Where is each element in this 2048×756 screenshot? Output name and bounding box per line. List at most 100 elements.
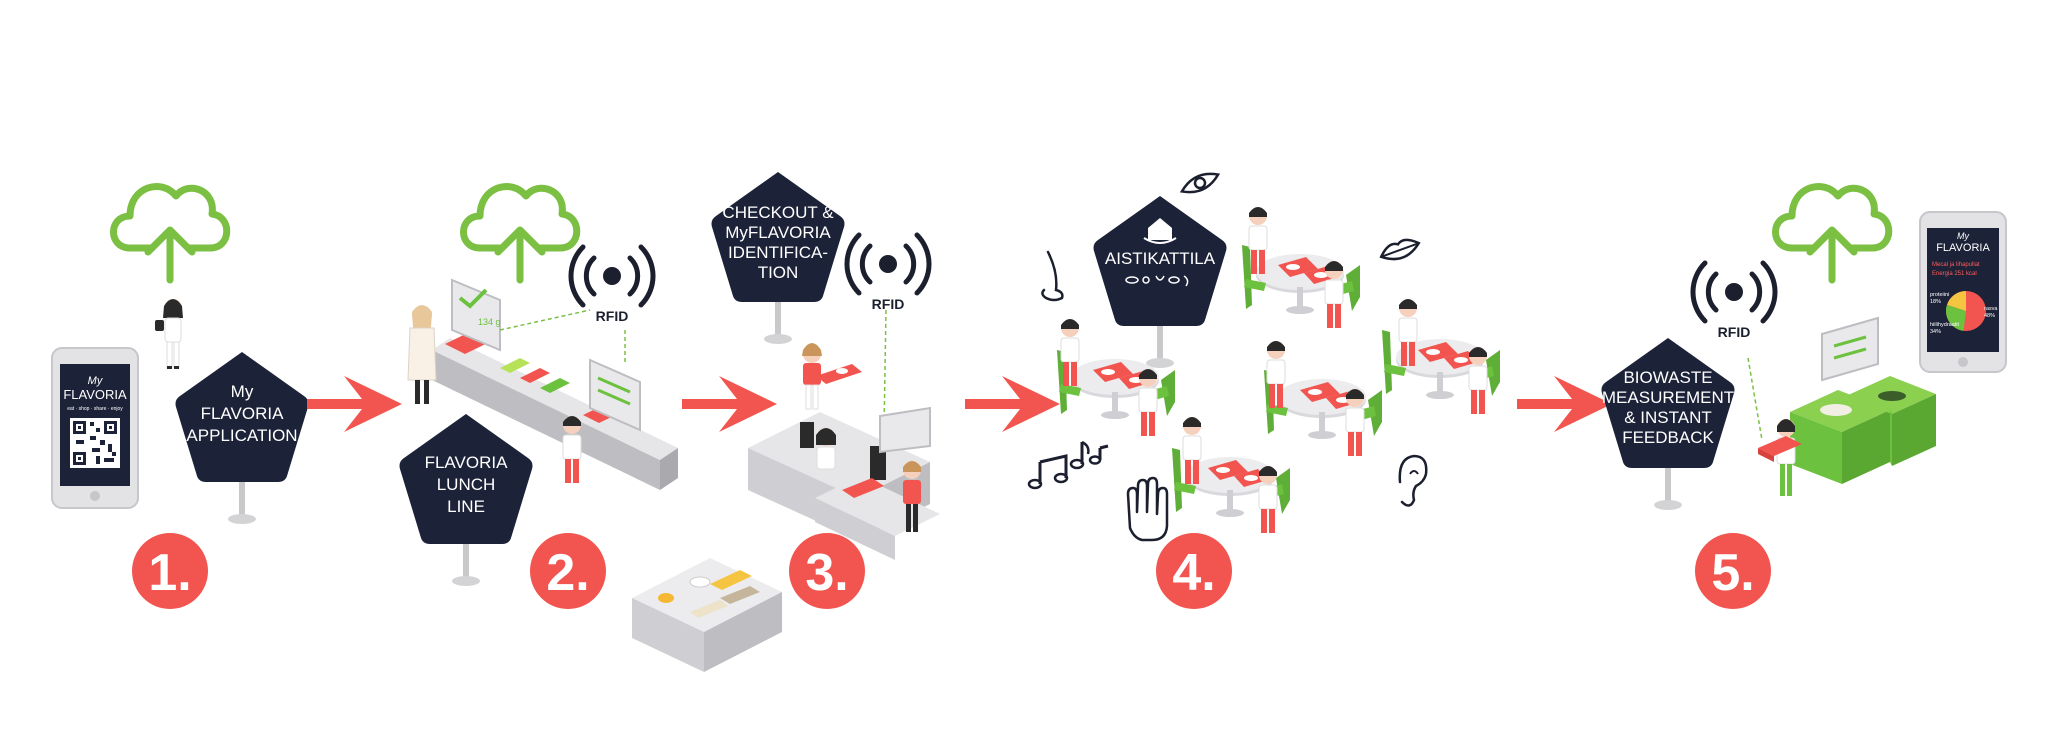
legend-protein: proteiini <box>1930 292 1949 298</box>
badge-step-4-line-1: AISTIKATTILA <box>1105 249 1216 268</box>
badge-step-5-line-4: FEEDBACK <box>1622 428 1714 447</box>
diner-person <box>1345 388 1365 457</box>
arrow-right-icon <box>682 376 777 432</box>
step-2-number: 2. <box>530 533 606 609</box>
customer-person <box>562 415 582 484</box>
phone-left-brand: FLAVORIA <box>63 387 127 402</box>
badge-step-5-line-1: BIOWASTE <box>1623 368 1712 387</box>
rfid-step-3: RFID <box>847 235 929 312</box>
ear-icon <box>1398 454 1428 507</box>
badge-step-2-line-3: LINE <box>447 497 485 516</box>
badge-step-5-line-2: MEASUREMENT <box>1602 388 1734 407</box>
scale-value: 134 g <box>478 317 501 327</box>
nutrition-pie-chart <box>1946 291 1986 331</box>
badge-step-3-line-4: TION <box>758 263 799 282</box>
rfid-step-5: RFID <box>1693 263 1775 340</box>
rfid-icon <box>1693 263 1775 321</box>
cashier-person <box>816 428 836 470</box>
scale-monitor: 134 g <box>451 278 591 352</box>
badge-step-3-line-2: MyFLAVORIA <box>725 223 831 242</box>
step-1-number: 1. <box>132 533 208 609</box>
step-3-group: CHECKOUT & MyFLAVORIA IDENTIFICA- TION R… <box>711 172 940 609</box>
cloud-upload-icon <box>464 186 577 280</box>
eye-icon <box>1179 172 1221 194</box>
badge-step-5-line-3: & INSTANT <box>1624 408 1712 427</box>
legend-carbs: hiilihydraatit <box>1930 322 1960 328</box>
aistikattila-logo-icon <box>1143 218 1177 244</box>
arrow-right-icon <box>307 376 402 432</box>
rfid-label: RFID <box>1718 324 1751 340</box>
biowaste-bins <box>1790 316 1936 484</box>
step-4-group: AISTIKATTILA <box>1027 172 1500 609</box>
phone-left-brand-top: My <box>88 375 104 387</box>
legend-fat: rasva <box>1984 306 1998 312</box>
rfid-step-2: RFID <box>571 247 653 324</box>
rfid-label: RFID <box>872 296 905 312</box>
badge-step-2-line-1: FLAVORIA <box>425 453 508 472</box>
legend-carbs-pct: 34% <box>1930 329 1941 335</box>
chef-person <box>407 305 437 404</box>
badge-step-1-line-3: APPLICATION <box>186 426 297 445</box>
cloud-upload-icon <box>1776 186 1889 280</box>
step-4-number-label: 4. <box>1172 544 1215 602</box>
badge-step-3-line-1: CHECKOUT & <box>722 203 834 222</box>
badge-step-1-line-1: My <box>231 382 254 401</box>
paying-person <box>903 461 921 532</box>
badge-step-3-line-3: IDENTIFICA- <box>728 243 828 262</box>
nose-icon <box>1041 250 1064 302</box>
step-5-group: BIOWASTE MEASUREMENT & INSTANT FEEDBACK … <box>1601 186 2007 609</box>
cloud-upload-icon <box>114 186 227 280</box>
phone-right-brand: FLAVORIA <box>1936 242 1990 254</box>
diner-person <box>1060 318 1080 387</box>
hand-icon <box>1126 476 1169 542</box>
diner-person <box>1258 465 1278 534</box>
rfid-icon <box>847 235 929 293</box>
diner-person <box>1138 368 1158 437</box>
phone-right: My FLAVORIA Mecal ja lihapullat Energia … <box>1919 211 2007 373</box>
badge-step-3: CHECKOUT & MyFLAVORIA IDENTIFICA- TION <box>711 172 845 344</box>
step-1-group: My FLAVORIA eat · shop · share · enjoy <box>51 186 309 609</box>
badge-step-1: My FLAVORIA APPLICATION <box>175 352 309 524</box>
step-4-number: 4. <box>1156 533 1232 609</box>
food-box <box>632 558 782 672</box>
badge-step-2: FLAVORIA LUNCH LINE <box>399 414 533 586</box>
phone-right-meal: Mecal ja lihapullat <box>1932 262 1980 268</box>
phone-left: My FLAVORIA eat · shop · share · enjoy <box>51 347 139 509</box>
person-with-phone <box>155 299 183 369</box>
rfid-icon <box>571 247 653 305</box>
arrow-right-icon <box>965 376 1060 432</box>
tray-person <box>802 343 862 410</box>
step-3-number: 3. <box>789 533 865 609</box>
step-5-number-label: 5. <box>1711 544 1754 602</box>
diner-person <box>1468 346 1488 415</box>
step-2-group: RFID 134 g <box>399 186 782 672</box>
waste-person <box>1758 419 1802 496</box>
badge-step-5: BIOWASTE MEASUREMENT & INSTANT FEEDBACK <box>1601 338 1735 510</box>
badge-step-4: AISTIKATTILA <box>1093 196 1227 368</box>
diner-person <box>1248 206 1268 275</box>
badge-step-1-line-2: FLAVORIA <box>201 404 284 423</box>
rfid-signal-line <box>1747 357 1763 441</box>
arrow-right-icon <box>1517 376 1612 432</box>
phone-right-brand-top: My <box>1957 231 1969 241</box>
step-5-number: 5. <box>1695 533 1771 609</box>
phone-right-energy: Energia 251 kcal <box>1932 271 1977 277</box>
phone-left-tagline: eat · shop · share · enjoy <box>67 406 123 412</box>
step-1-number-label: 1. <box>148 544 191 602</box>
rfid-label: RFID <box>596 308 629 324</box>
step-3-number-label: 3. <box>805 544 848 602</box>
rfid-reader-monitor <box>589 330 641 432</box>
step-2-number-label: 2. <box>546 544 589 602</box>
lunch-line-counter <box>432 328 678 490</box>
senses-row-icon <box>1125 275 1189 287</box>
qr-code-icon <box>70 418 120 468</box>
diner-person <box>1324 260 1344 329</box>
lips-icon <box>1379 238 1421 261</box>
legend-protein-pct: 18% <box>1930 299 1941 305</box>
rfid-signal-line <box>883 309 887 431</box>
legend-fat-pct: 48% <box>1984 313 1995 319</box>
music-notes-icon <box>1027 440 1109 490</box>
badge-step-2-line-2: LUNCH <box>437 475 496 494</box>
diner-person <box>1266 340 1286 409</box>
